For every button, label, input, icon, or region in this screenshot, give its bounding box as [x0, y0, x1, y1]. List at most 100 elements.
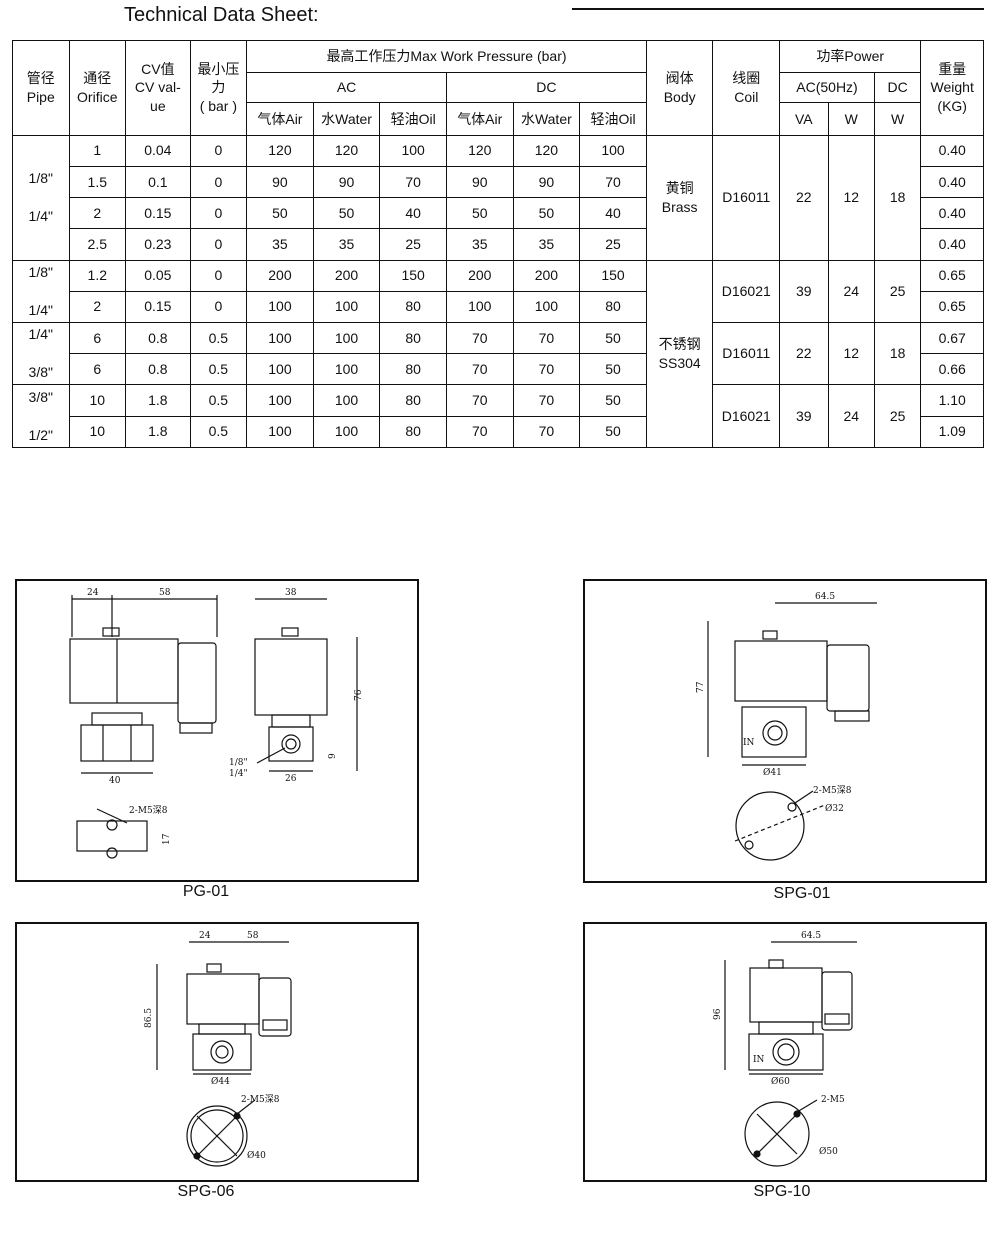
cell-ac-air: 200 — [246, 259, 314, 292]
cell-orifice: 2.5 — [68, 228, 127, 261]
header-w-ac: W — [827, 102, 875, 136]
header-orifice-text: 通径 Orifice — [77, 69, 118, 105]
spg06-base-hole-2 — [193, 1152, 201, 1160]
pg01-connector — [177, 642, 217, 724]
cell-ac-water: 100 — [312, 290, 381, 324]
cell-dc-air: 120 — [445, 134, 514, 167]
cell-min-pressure: 0 — [189, 290, 248, 324]
cell-cv: 0.8 — [125, 353, 191, 386]
cell-w-ac: 24 — [827, 384, 875, 448]
header-pipe-text: 管径 Pipe — [26, 69, 55, 105]
cell-dc-air: 35 — [445, 228, 514, 261]
cell-body-material: 不锈钢 SS304 — [645, 259, 714, 449]
spg01-inlet: IN — [743, 738, 755, 748]
cell-orifice: 1.2 — [68, 259, 127, 292]
spg01-coil — [734, 640, 828, 702]
spg10-body — [748, 1033, 824, 1071]
header-ac-water: 水Water — [312, 102, 381, 136]
cell-orifice: 1.5 — [68, 165, 127, 199]
cell-dc-air: 70 — [445, 321, 514, 355]
page-title: Technical Data Sheet: — [124, 4, 319, 26]
pg01-bottom-hole-1 — [106, 819, 118, 831]
cell-ac-air: 35 — [246, 228, 314, 261]
header-cv-text: CV值 CV val- ue — [134, 60, 181, 115]
cell-weight: 0.67 — [920, 321, 984, 355]
spg06-base-cross-2 — [196, 1115, 238, 1157]
pg01-pipe-1: 1/8" — [229, 758, 248, 768]
cell-dc-water: 120 — [512, 134, 581, 167]
spg06-base-circle — [186, 1105, 248, 1167]
spg10-dim-d60: Ø60 — [771, 1076, 790, 1087]
cell-min-pressure: 0 — [189, 165, 248, 199]
spg06-dim-58: 58 — [247, 931, 259, 941]
spg10-dim-645: 64.5 — [801, 931, 821, 941]
cell-w-dc: 18 — [873, 321, 922, 386]
drawing-pg-01: 24 58 40 38 76 9 26 1/8" 1/4" 2-M5深8 17 — [15, 579, 419, 882]
spg10-thread-leader — [796, 1099, 818, 1113]
cell-cv: 0.8 — [125, 321, 191, 355]
cell-w-ac: 12 — [827, 134, 875, 261]
spg01-dim-d41: Ø41 — [763, 767, 782, 778]
spg01-base-hole-2 — [744, 840, 754, 850]
spg10-dim-96: 96 — [713, 1008, 723, 1020]
spg06-dim-d40: Ø40 — [247, 1150, 266, 1161]
spg01-base-hole-1 — [787, 802, 797, 812]
caption-spg-10: SPG-10 — [753, 1183, 811, 1200]
spg06-connector — [258, 977, 292, 1037]
cell-cv: 0.05 — [125, 259, 191, 292]
spg06-dim-d44: Ø44 — [211, 1076, 230, 1087]
header-body: 阀体 Body — [645, 40, 714, 136]
cell-dc-oil: 80 — [579, 290, 647, 324]
cell-min-pressure: 0 — [189, 197, 248, 230]
spg01-dim-77: 77 — [696, 681, 706, 693]
pg01-connector-base — [179, 722, 213, 734]
cell-ac-water: 100 — [312, 321, 381, 355]
spg06-dim-865: 86.5 — [144, 1008, 154, 1028]
spg10-base-circle — [744, 1101, 810, 1167]
pg01-dim-38: 38 — [285, 588, 297, 598]
pg-01-svg: 24 58 40 38 76 9 26 1/8" 1/4" 2-M5深8 17 — [69, 588, 364, 859]
cell-dc-oil: 25 — [579, 228, 647, 261]
spg06-port-inner — [215, 1045, 229, 1059]
spg06-body — [192, 1033, 252, 1071]
pg01-dim-76: 76 — [354, 689, 364, 701]
cell-va: 39 — [779, 384, 829, 448]
cell-w-ac: 12 — [827, 321, 875, 386]
drawing-spg-06: 24 58 86.5 Ø44 2-M5深8 Ø40 — [15, 922, 419, 1182]
spg01-port — [762, 720, 788, 746]
cell-dc-water: 35 — [512, 228, 581, 261]
header-power: 功率Power — [779, 39, 922, 74]
spg01-thread: 2-M5深8 — [813, 785, 852, 796]
header-coil-text: 线圈 Coil — [732, 69, 761, 105]
cell-min-pressure: 0.5 — [189, 321, 248, 355]
pg01-hex — [91, 712, 143, 726]
spg-10-svg: 64.5 IN 96 Ø60 2-M5 Ø50 — [713, 931, 857, 1167]
cell-ac-water: 100 — [312, 384, 381, 417]
header-va: VA — [779, 102, 829, 136]
cell-weight: 1.09 — [920, 415, 984, 449]
caption-pg-01: PG-01 — [182, 883, 230, 900]
header-orifice: 通径 Orifice — [68, 40, 127, 136]
cell-dc-water: 70 — [512, 321, 581, 355]
spg10-coil — [749, 967, 823, 1023]
cell-min-pressure: 0.5 — [189, 384, 248, 417]
spg06-connector-base — [262, 1019, 288, 1031]
spg01-port-inner — [767, 725, 783, 741]
cell-dc-water: 200 — [512, 259, 581, 292]
cell-ac-air: 100 — [246, 415, 314, 449]
cell-min-pressure: 0.5 — [189, 353, 248, 386]
pg01-side-hex — [271, 714, 311, 728]
cell-dc-oil: 70 — [579, 165, 647, 199]
spg-06-svg: 24 58 86.5 Ø44 2-M5深8 Ø40 — [144, 931, 292, 1167]
spg-01-svg: 64.5 IN 77 Ø41 2-M5深8 Ø32 — [696, 592, 877, 861]
spg10-port — [772, 1038, 800, 1066]
cell-ac-oil: 40 — [379, 197, 447, 230]
cell-cv: 1.8 — [125, 384, 191, 417]
cell-pipe: 1/4" 3/8" — [12, 321, 70, 386]
cell-ac-oil: 25 — [379, 228, 447, 261]
